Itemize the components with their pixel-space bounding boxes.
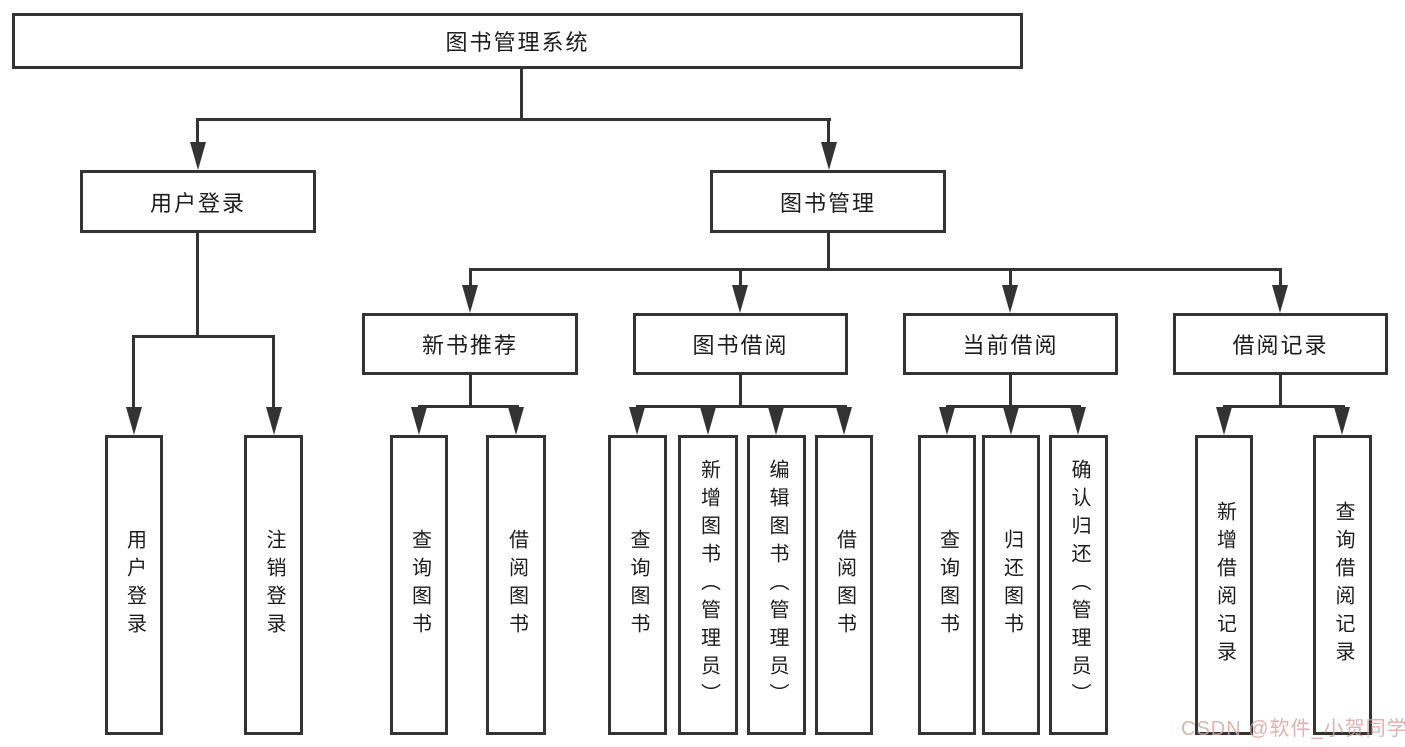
node-current-borrow-label: 当前借阅 bbox=[962, 333, 1059, 358]
connector-stem bbox=[1279, 270, 1282, 285]
leaf-query-books-borrow: 查询图书 bbox=[608, 435, 667, 735]
leaf-query-borrow-record-label: 查询借阅记录 bbox=[1332, 501, 1354, 669]
leaf-user-login: 用户登录 bbox=[105, 435, 163, 735]
leaf-query-books-recommend: 查询图书 bbox=[390, 435, 448, 735]
node-user-login-branch: 用户登录 bbox=[80, 170, 316, 233]
connector-root-stem bbox=[520, 68, 523, 120]
arrowhead-down bbox=[1003, 407, 1019, 435]
connector-stem bbox=[827, 233, 830, 270]
node-new-book-recommend-label: 新书推荐 bbox=[421, 333, 518, 358]
connector-login-rail bbox=[132, 335, 275, 338]
connector-records-rail bbox=[1223, 405, 1345, 408]
leaf-query-books-current: 查询图书 bbox=[918, 435, 976, 735]
leaf-add-borrow-record-label: 新增借阅记录 bbox=[1213, 501, 1236, 669]
leaf-return-book: 归还图书 bbox=[982, 435, 1040, 735]
connector-stem bbox=[1279, 375, 1282, 407]
arrowhead-down bbox=[700, 407, 716, 435]
connector-stem bbox=[469, 375, 472, 407]
leaf-user-login-label: 用户登录 bbox=[123, 529, 146, 641]
leaf-query-books-recommend-label: 查询图书 bbox=[408, 529, 431, 641]
leaf-logout: 注销登录 bbox=[244, 435, 303, 735]
arrowhead-down bbox=[629, 407, 645, 435]
arrowhead-down bbox=[266, 407, 282, 435]
node-book-management-label: 图书管理 bbox=[779, 190, 876, 216]
connector-recommend-rail bbox=[418, 405, 519, 408]
connector-stem bbox=[827, 120, 830, 144]
leaf-edit-book-admin-label: 编辑图书（管理员） bbox=[766, 459, 788, 711]
connector-stem bbox=[196, 233, 199, 337]
arrowhead-down bbox=[732, 285, 748, 313]
leaf-query-books-current-label: 查询图书 bbox=[936, 529, 959, 641]
arrowhead-down bbox=[1216, 407, 1232, 435]
node-book-management: 图书管理 bbox=[710, 170, 946, 233]
arrowhead-down bbox=[1272, 285, 1288, 313]
leaf-add-book-admin-label: 新增图书（管理员） bbox=[697, 459, 720, 711]
leaf-add-borrow-record: 新增借阅记录 bbox=[1195, 435, 1253, 735]
arrowhead-down bbox=[1334, 407, 1350, 435]
leaf-confirm-return-admin: 确认归还（管理员） bbox=[1049, 435, 1108, 735]
connector-current-rail bbox=[946, 405, 1081, 408]
node-book-borrow-label: 图书借阅 bbox=[692, 333, 789, 358]
connector-stem bbox=[739, 375, 742, 407]
connector-stem bbox=[1009, 375, 1012, 407]
csdn-watermark: CSDN @软件_小贺同学 bbox=[1181, 718, 1405, 740]
connector-stem bbox=[272, 337, 275, 407]
leaf-borrow-books: 借阅图书 bbox=[815, 435, 873, 735]
leaf-query-books-borrow-label: 查询图书 bbox=[627, 529, 649, 641]
arrowhead-down bbox=[411, 407, 427, 435]
connector-stem bbox=[132, 337, 135, 407]
leaf-borrow-books-recommend-label: 借阅图书 bbox=[505, 529, 528, 641]
node-current-borrow: 当前借阅 bbox=[903, 313, 1118, 375]
connector-borrow-rail bbox=[636, 405, 847, 408]
arrowhead-down bbox=[768, 407, 784, 435]
arrowhead-down bbox=[836, 407, 852, 435]
connector-level3-rail bbox=[469, 268, 1282, 271]
leaf-logout-label: 注销登录 bbox=[263, 529, 285, 641]
arrowhead-down bbox=[1002, 285, 1018, 313]
leaf-return-book-label: 归还图书 bbox=[1000, 529, 1023, 641]
node-borrow-records-label: 借阅记录 bbox=[1232, 333, 1329, 358]
connector-stem bbox=[1009, 270, 1012, 285]
arrowhead-down bbox=[1070, 407, 1086, 435]
connector-stem bbox=[469, 270, 472, 285]
leaf-edit-book-admin: 编辑图书（管理员） bbox=[747, 435, 806, 735]
node-borrow-records: 借阅记录 bbox=[1173, 313, 1388, 375]
leaf-confirm-return-admin-label: 确认归还（管理员） bbox=[1068, 459, 1090, 711]
node-book-borrow: 图书借阅 bbox=[633, 313, 848, 375]
connector-stem bbox=[739, 270, 742, 285]
connector-stem bbox=[196, 120, 199, 144]
leaf-query-borrow-record: 查询借阅记录 bbox=[1313, 435, 1372, 735]
arrowhead-down bbox=[508, 407, 524, 435]
connector-level2-rail bbox=[196, 118, 831, 121]
arrowhead-down bbox=[821, 142, 837, 170]
arrowhead-down bbox=[462, 285, 478, 313]
node-root-label: 图书管理系统 bbox=[445, 30, 590, 55]
node-root: 图书管理系统 bbox=[12, 13, 1023, 69]
arrowhead-down bbox=[126, 407, 142, 435]
arrowhead-down bbox=[939, 407, 955, 435]
leaf-add-book-admin: 新增图书（管理员） bbox=[678, 435, 738, 735]
leaf-borrow-books-recommend: 借阅图书 bbox=[486, 435, 546, 735]
arrowhead-down bbox=[190, 142, 206, 170]
node-new-book-recommend: 新书推荐 bbox=[362, 313, 578, 375]
leaf-borrow-books-label: 借阅图书 bbox=[833, 529, 856, 641]
node-user-login-branch-label: 用户登录 bbox=[149, 190, 246, 216]
